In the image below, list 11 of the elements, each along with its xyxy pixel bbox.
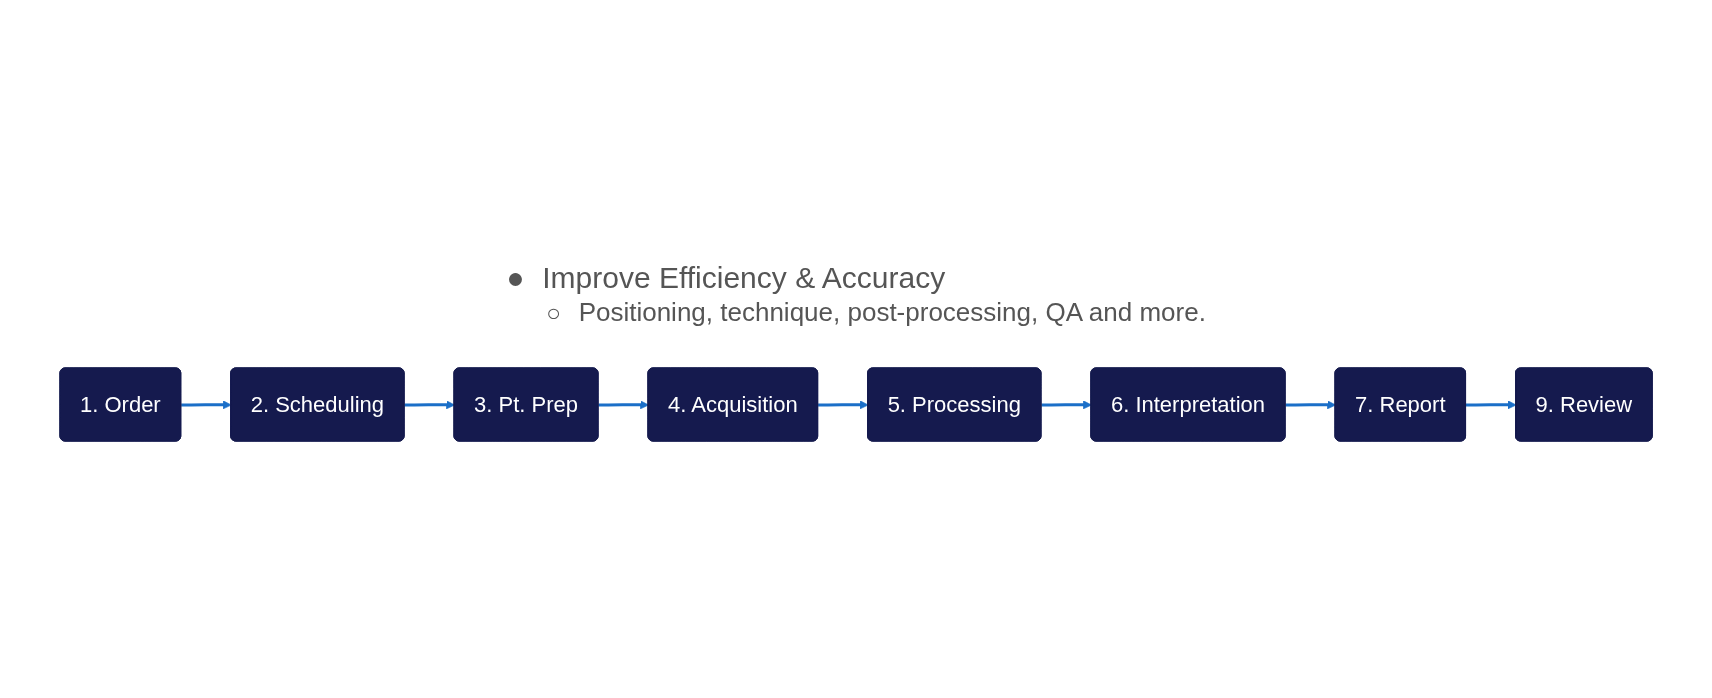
arrow xyxy=(1285,400,1336,410)
arrow xyxy=(1041,400,1092,410)
arrow xyxy=(404,400,455,410)
arrow xyxy=(818,400,869,410)
arrow xyxy=(181,400,232,410)
bullet-text: Improve Efficiency & Accuracy xyxy=(542,261,946,295)
sub-bullet-text: Positioning, technique, post-processing, QA and more. xyxy=(578,297,1206,328)
arrow xyxy=(1465,400,1517,410)
arrow xyxy=(598,400,649,410)
sub-bullet-marker: ○ xyxy=(546,299,561,327)
bullet-marker: ● xyxy=(506,261,525,295)
